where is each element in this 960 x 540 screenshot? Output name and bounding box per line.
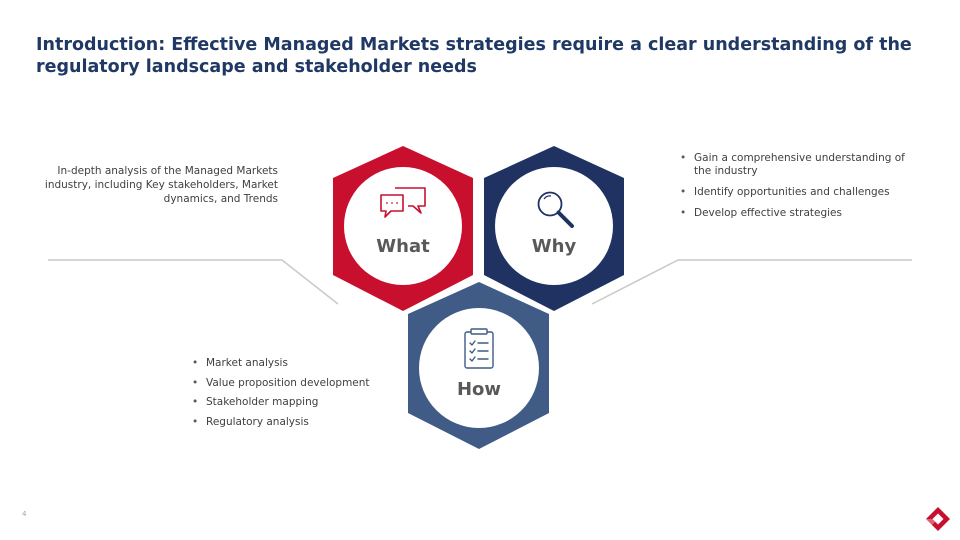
chat-bubbles-icon [380, 187, 426, 218]
how-bullet: Market analysis [192, 356, 412, 370]
why-bullet-list: Gain a comprehensive understanding of th… [680, 152, 910, 228]
how-bullet: Stakeholder mapping [192, 395, 412, 409]
why-bullet: Gain a comprehensive understanding of th… [680, 152, 910, 178]
slide-title: Introduction: Effective Managed Markets … [36, 35, 912, 77]
brand-logo-icon [926, 507, 950, 531]
why-bullet: Identify opportunities and challenges [680, 186, 910, 199]
page-number: 4 [22, 510, 27, 518]
what-hexagon: What [333, 146, 473, 311]
why-circle [495, 167, 613, 285]
what-circle [344, 167, 462, 285]
why-label: Why [532, 236, 577, 257]
how-bullet-list: Market analysis Value proposition develo… [192, 356, 412, 434]
magnifier-icon [537, 191, 574, 228]
how-bullet: Value proposition development [192, 376, 412, 390]
why-connector-line [591, 259, 912, 305]
what-connector-line [48, 259, 339, 305]
how-bullet: Regulatory analysis [192, 415, 412, 429]
why-bullet: Develop effective strategies [680, 207, 910, 220]
checklist-icon [464, 328, 494, 369]
what-description: In-depth analysis of the Managed Markets… [44, 165, 278, 205]
why-hexagon: Why [484, 146, 624, 311]
how-hexagon: How [408, 282, 549, 449]
how-label: How [457, 379, 501, 400]
what-label: What [376, 236, 430, 257]
